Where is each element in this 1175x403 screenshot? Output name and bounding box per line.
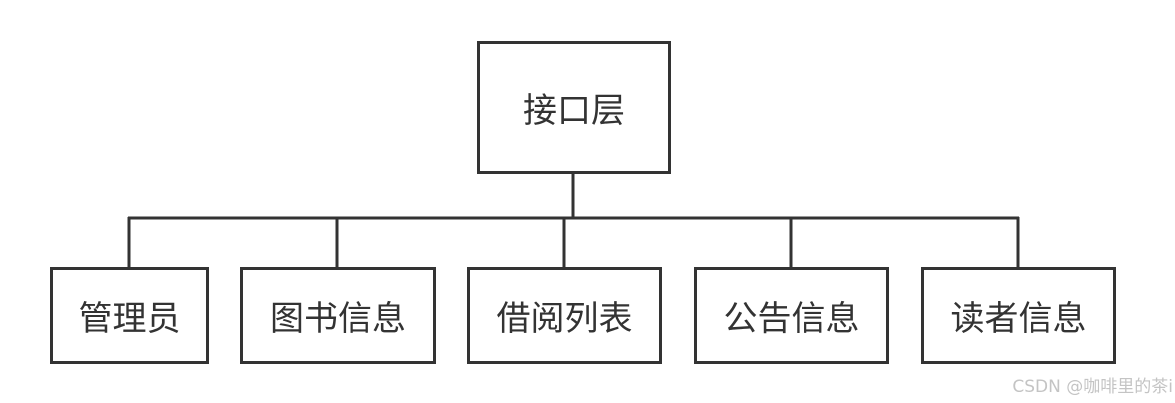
root-node: 接口层 bbox=[477, 41, 671, 174]
child-node-label: 读者信息 bbox=[950, 299, 1087, 339]
child-node-label: 管理员 bbox=[78, 299, 181, 339]
child-node-label: 借阅列表 bbox=[496, 299, 633, 339]
child-node-book-info: 图书信息 bbox=[240, 267, 436, 364]
child-node-label: 公告信息 bbox=[723, 299, 860, 339]
child-node-reader-info: 读者信息 bbox=[921, 267, 1116, 364]
root-node-label: 接口层 bbox=[523, 91, 625, 131]
child-node-notice-info: 公告信息 bbox=[694, 267, 889, 364]
child-node-borrow-list: 借阅列表 bbox=[467, 267, 662, 364]
child-node-admin: 管理员 bbox=[50, 267, 209, 364]
watermark-text: CSDN @咖啡里的茶i bbox=[1012, 377, 1173, 397]
child-node-label: 图书信息 bbox=[270, 299, 406, 339]
